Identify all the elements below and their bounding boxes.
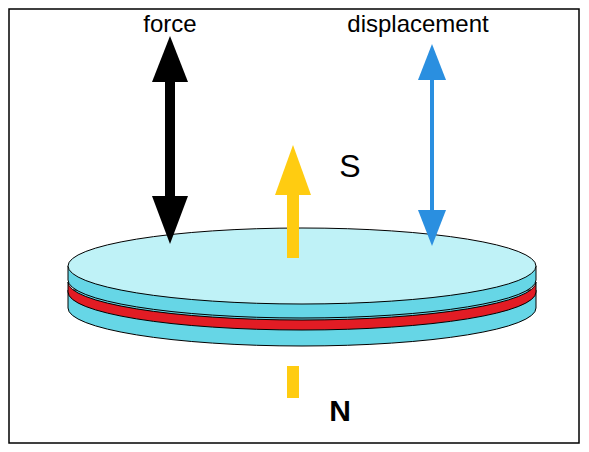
- force-label: force: [143, 12, 196, 36]
- frame: [9, 9, 579, 443]
- displacement-arrow: [418, 44, 446, 246]
- magnetization-arrow: [275, 145, 311, 258]
- magnetization-arrow-tail: [287, 366, 299, 398]
- disk-top-face: [68, 228, 536, 304]
- displacement-label: displacement: [347, 12, 488, 36]
- pole-label: S: [339, 150, 360, 182]
- force-arrow: [152, 36, 188, 244]
- pole-label: N: [329, 396, 351, 426]
